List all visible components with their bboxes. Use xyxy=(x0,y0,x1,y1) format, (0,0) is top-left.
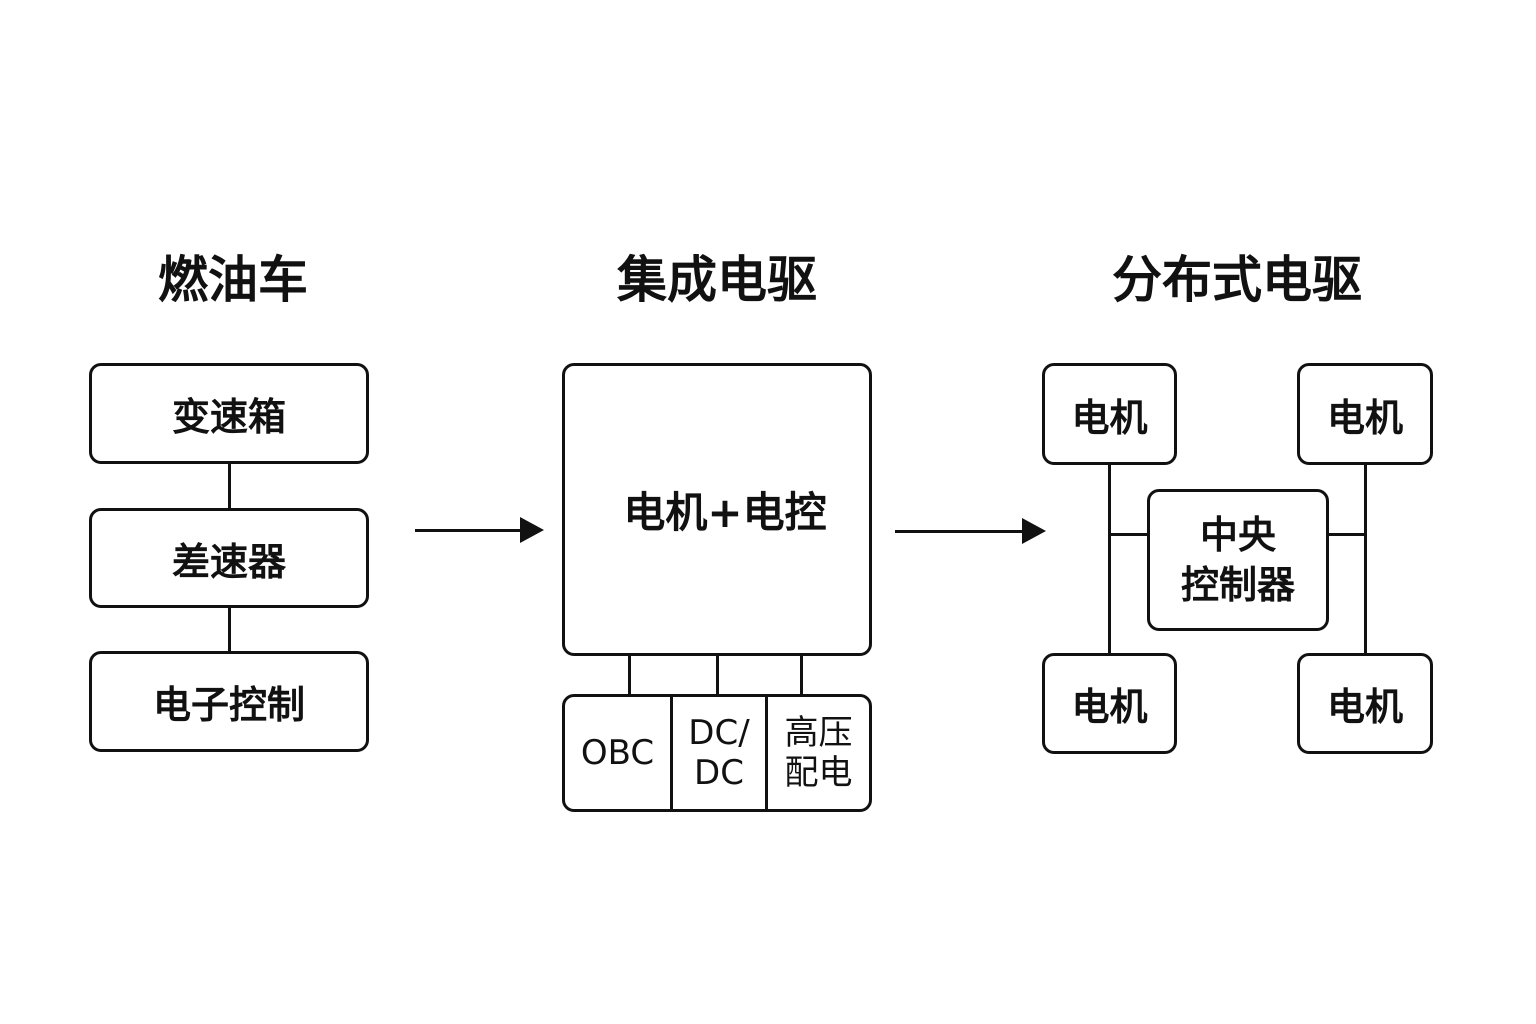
motor-top-left-block: 电机 xyxy=(1042,363,1177,465)
right-horizontal-link xyxy=(1326,533,1367,536)
electronic-control-block: 电子控制 xyxy=(89,651,369,752)
differential-block: 差速器 xyxy=(89,508,369,608)
gearbox-label: 变速箱 xyxy=(171,395,286,439)
motor-bottom-right-block: 电机 xyxy=(1297,653,1433,754)
left-vertical-bus xyxy=(1108,463,1111,655)
arrow-2-head-icon xyxy=(1022,518,1046,544)
integrated-sub-blocks: OBC DC/ DC 高压 配电 xyxy=(562,694,872,812)
arrow-1-shaft xyxy=(415,529,523,532)
distributed-drive-title: 分布式电驱 xyxy=(1112,251,1362,309)
motor-controller-block: 电机+电控 xyxy=(562,363,872,656)
motor-controller-label: 电机+电控 xyxy=(623,488,827,537)
fuel-connector-2 xyxy=(228,606,231,653)
integrated-drive-title: 集成电驱 xyxy=(617,251,817,309)
obc-block: OBC xyxy=(580,733,655,773)
integrated-connector-3 xyxy=(800,654,803,696)
right-vertical-bus xyxy=(1364,463,1367,655)
motor-bottom-right-label: 电机 xyxy=(1326,685,1403,729)
central-controller-block: 中央 控制器 xyxy=(1147,489,1329,631)
integrated-connector-1 xyxy=(628,654,631,696)
central-controller-label: 中央 控制器 xyxy=(1180,513,1295,607)
left-horizontal-link xyxy=(1108,533,1150,536)
motor-top-right-label: 电机 xyxy=(1326,395,1403,440)
motor-top-left-label: 电机 xyxy=(1071,395,1148,440)
hv-distribution-block: 高压 配电 xyxy=(765,697,869,809)
motor-top-right-block: 电机 xyxy=(1297,363,1433,465)
fuel-vehicle-title: 燃油车 xyxy=(158,251,308,309)
dcdc-block: DC/ DC xyxy=(670,697,765,809)
arrow-2-shaft xyxy=(895,530,1025,533)
integrated-connector-2 xyxy=(716,654,719,696)
fuel-connector-1 xyxy=(228,463,231,510)
arrow-1-head-icon xyxy=(520,517,544,543)
motor-bottom-left-label: 电机 xyxy=(1071,685,1148,729)
differential-label: 差速器 xyxy=(171,539,286,584)
gearbox-block: 变速箱 xyxy=(89,363,369,464)
motor-bottom-left-block: 电机 xyxy=(1042,653,1177,754)
electronic-control-label: 电子控制 xyxy=(152,683,305,727)
